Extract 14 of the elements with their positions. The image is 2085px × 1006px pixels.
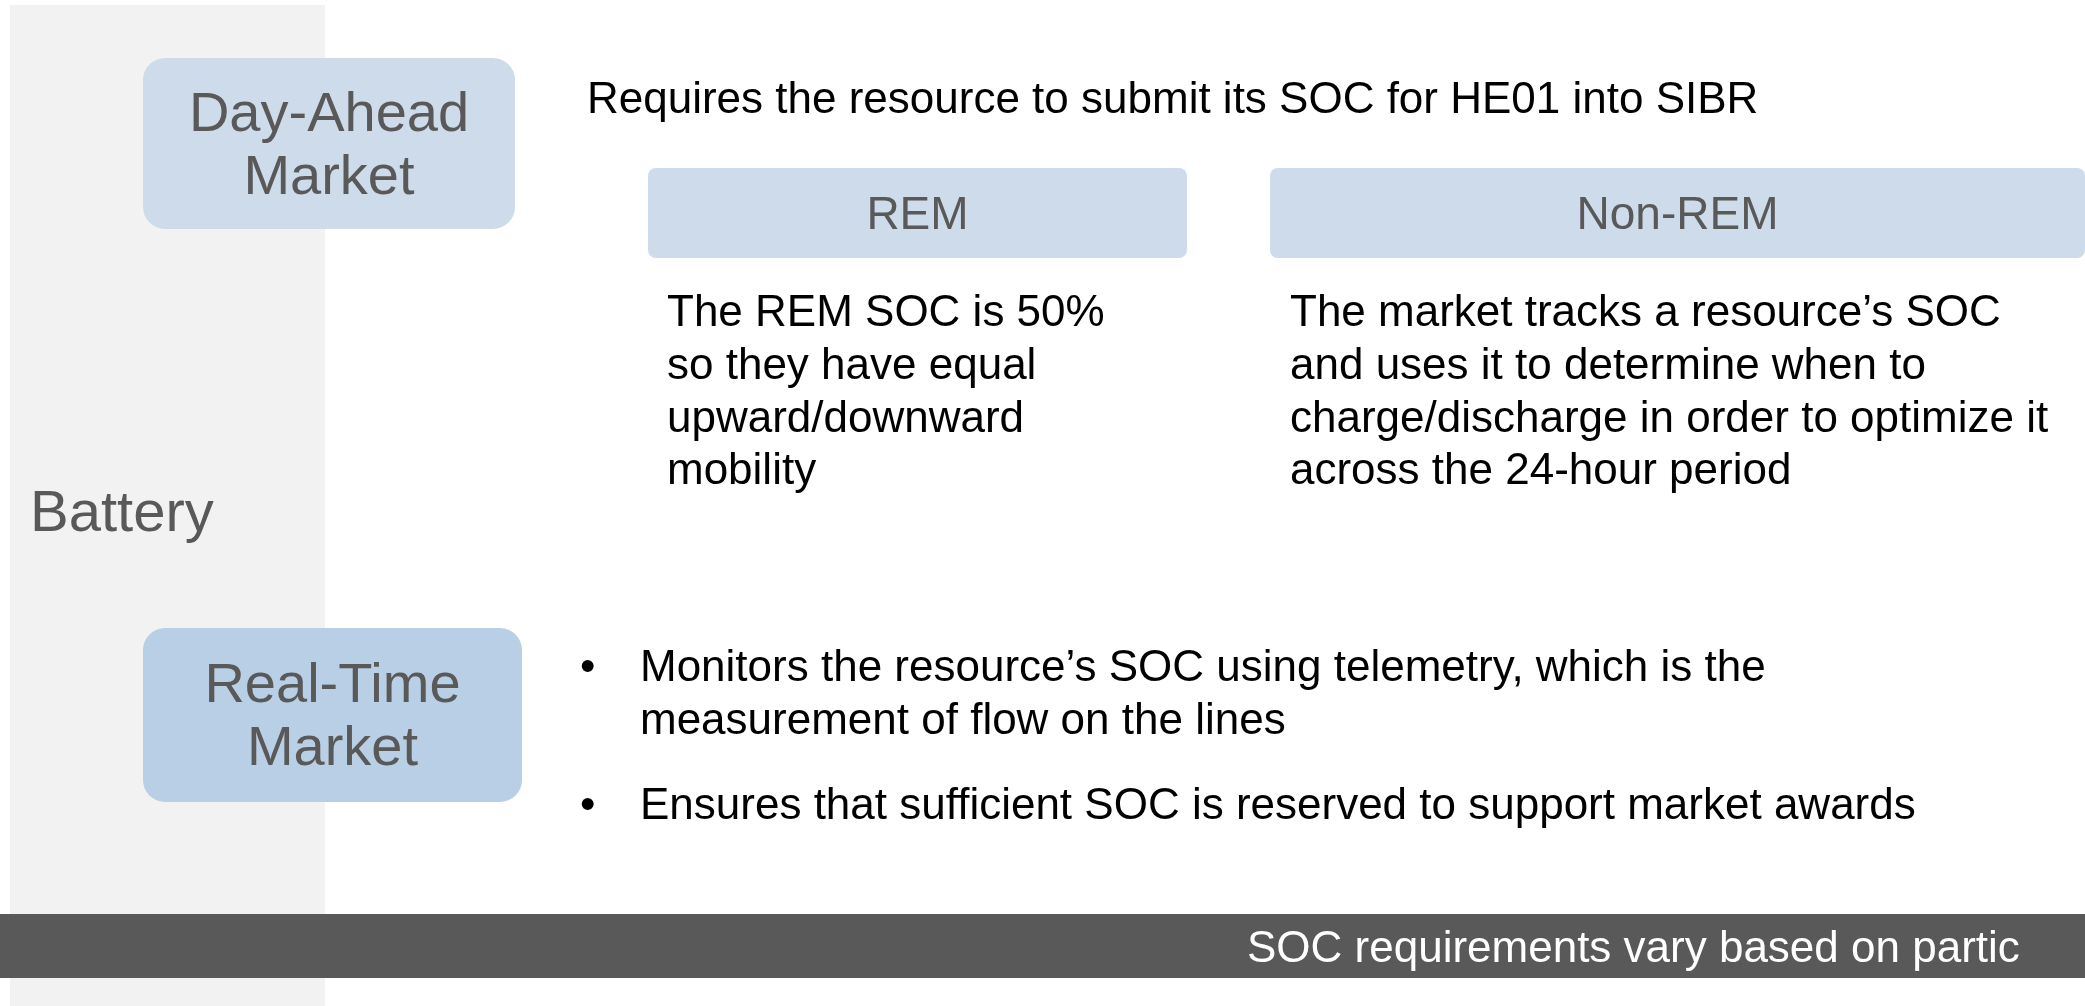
header-box: REM	[648, 168, 1187, 258]
description-text: The REM SOC is 50% so they have equal upward/downward mobility	[667, 285, 1106, 496]
description-text: The market tracks a resource’s SOC and uses it to determine when to charge/discharge in order to optimize it across the 24-hour period	[1290, 285, 2050, 496]
bullet-marker: •	[580, 778, 596, 830]
side-label: Battery	[30, 477, 214, 544]
bullet-marker: •	[580, 640, 596, 692]
market-box: Real-Time Market	[143, 628, 522, 802]
footer-text: SOC requirements vary based on partic	[1247, 922, 2020, 972]
bullet-text: Ensures that sufficient SOC is reserved to support market awards	[640, 778, 1917, 830]
footer-bar	[0, 914, 2085, 978]
header-box: Non-REM	[1270, 168, 2085, 258]
market-box: Day-Ahead Market	[143, 58, 515, 229]
bullet-text: Monitors the resource’s SOC using telemetry, which is the measurement of flow on the lines	[640, 640, 1767, 745]
intro-text: Requires the resource to submit its SOC for HE01 into SIBR	[587, 72, 1759, 124]
